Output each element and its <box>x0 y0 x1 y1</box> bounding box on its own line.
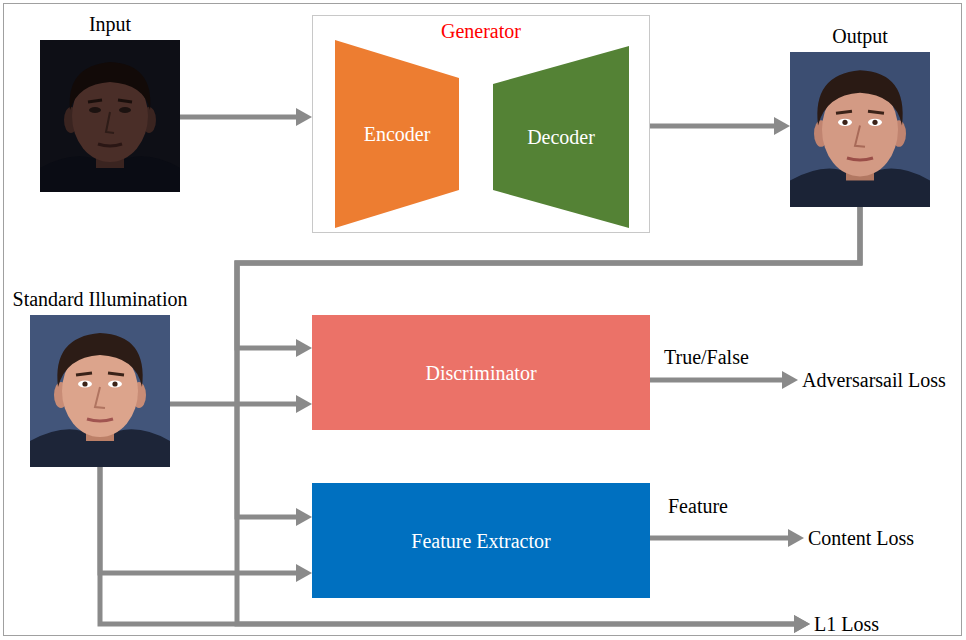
photo-detail <box>30 315 170 467</box>
arrow-head <box>296 395 312 413</box>
group-title: Generator <box>313 18 649 44</box>
connector-arrow <box>237 207 860 526</box>
connector-arrow <box>100 467 312 582</box>
photo-detail <box>842 120 847 125</box>
connector-arrow <box>170 395 312 413</box>
connector-line <box>650 378 782 383</box>
arrow-head <box>788 529 804 547</box>
photo-detail <box>847 158 873 160</box>
face-photo-dark <box>40 40 180 192</box>
label-holder: Discriminator <box>312 315 650 430</box>
connector-line <box>237 207 860 517</box>
photo-detail <box>108 381 122 388</box>
photo-detail <box>868 119 882 126</box>
loss-label: L1 Loss <box>810 611 879 637</box>
photo-detail <box>98 144 122 146</box>
box-label: Encoder <box>364 121 431 147</box>
decoder-trapezoid: Decoder <box>493 46 629 228</box>
arrow-head <box>296 508 312 526</box>
output-photo: Output <box>790 52 930 207</box>
photo-detail <box>40 40 180 192</box>
edge-label: Feature <box>666 493 730 519</box>
feature-extractor-box: Feature Extractor <box>312 483 650 598</box>
arrow-head <box>794 615 810 633</box>
photo-detail <box>87 419 113 421</box>
photo-detail <box>790 52 930 207</box>
photo-detail <box>89 107 101 113</box>
box-label: Discriminator <box>425 360 536 386</box>
generator-box: GeneratorEncoder Decoder <box>312 15 650 233</box>
photo-detail <box>106 112 114 133</box>
loss-label: Content Loss <box>804 525 914 551</box>
connector-arrow <box>650 529 804 547</box>
arrow-head <box>794 615 810 633</box>
image-caption: Standard Illumination <box>13 286 188 312</box>
photo-detail <box>108 373 124 375</box>
box-label: Feature Extractor <box>411 528 550 554</box>
photo-detail <box>95 387 105 408</box>
connector-arrow <box>100 467 810 633</box>
arrow-head <box>296 564 312 582</box>
connector-arrow <box>650 371 798 389</box>
photo-detail <box>119 107 131 113</box>
face-photo <box>30 315 170 467</box>
image-caption: Input <box>89 11 131 37</box>
arrow-head <box>296 108 312 126</box>
connector-arrow <box>650 117 790 135</box>
photo-detail <box>855 125 865 146</box>
connector-line <box>170 402 296 407</box>
loss-label: Adversarsail Loss <box>798 367 946 393</box>
label-holder: Feature Extractor <box>312 483 650 598</box>
photo-detail <box>836 111 852 113</box>
trapezoid-outline <box>335 40 459 228</box>
photo-detail <box>70 62 151 110</box>
photo-detail <box>88 100 102 102</box>
photo-detail <box>78 381 92 388</box>
encoder-trapezoid: Encoder <box>335 40 459 228</box>
connector-arrow <box>180 108 312 126</box>
image-caption: Output <box>832 23 888 49</box>
connector-line <box>650 536 788 541</box>
arrow-head <box>296 339 312 357</box>
edge-label: True/False <box>662 344 751 370</box>
connector-line <box>237 207 860 624</box>
photo-detail <box>868 111 884 113</box>
connector-arrow <box>237 207 860 633</box>
box-label: Adversarsail Loss <box>802 367 946 393</box>
label-holder: Encoder <box>335 40 459 228</box>
photo-detail <box>82 381 87 386</box>
connector-line <box>650 124 774 129</box>
photo-detail <box>76 373 92 375</box>
frame-border <box>4 4 962 636</box>
photo-detail <box>57 333 142 387</box>
photo-detail <box>817 70 902 125</box>
box-label: Decoder <box>527 124 595 150</box>
box-label: Content Loss <box>808 525 914 551</box>
face-photo <box>790 52 930 207</box>
connector-line <box>180 115 296 120</box>
connector-line <box>100 467 794 624</box>
photo-detail <box>838 119 852 126</box>
arrow-head <box>774 117 790 135</box>
discriminator-box: Discriminator <box>312 315 650 430</box>
trapezoid-outline <box>493 46 629 228</box>
photo-detail <box>112 381 117 386</box>
label-holder: Decoder <box>493 46 629 228</box>
arrow-head <box>782 371 798 389</box>
photo-detail <box>118 100 132 102</box>
reference-photo: Standard Illumination <box>30 315 170 467</box>
box-label: L1 Loss <box>814 611 879 637</box>
input-photo: Input <box>40 40 180 192</box>
photo-detail <box>872 120 877 125</box>
connector-line <box>100 467 296 573</box>
